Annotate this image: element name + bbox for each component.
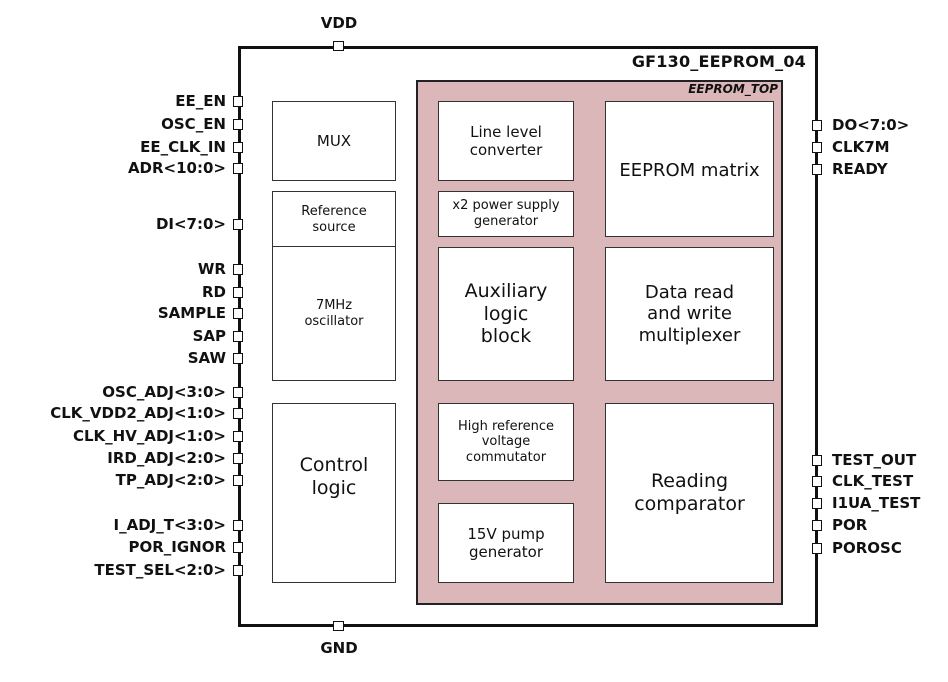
mux-block: MUX [272, 101, 396, 181]
power-supply-generator-label: x2 power supply generator [452, 198, 560, 229]
left-pin[interactable] [233, 542, 243, 553]
left-pin[interactable] [233, 353, 243, 364]
vdd-label: VDD [320, 14, 358, 32]
eeprom-top-label: EEPROM_TOP [688, 82, 778, 96]
line-level-converter-block: Line level converter [438, 101, 574, 181]
left-pin[interactable] [233, 308, 243, 319]
left-pin[interactable] [233, 287, 243, 298]
left-pin[interactable] [233, 431, 243, 442]
right-pin[interactable] [812, 520, 822, 531]
right-pin[interactable] [812, 455, 822, 466]
line-level-converter-label: Line level converter [469, 123, 543, 159]
right-pin-label: DO<7:0> [832, 116, 910, 134]
left-pin-label: CLK_VDD2_ADJ<1:0> [50, 404, 226, 422]
auxiliary-logic-block: Auxiliary logic block [438, 247, 574, 381]
left-pin-label: WR [197, 260, 226, 278]
right-pin-label: READY [832, 160, 888, 178]
mux-label: MUX [316, 132, 352, 150]
left-pin[interactable] [233, 408, 243, 419]
left-pin-label: ADR<10:0> [127, 159, 226, 177]
left-pin[interactable] [233, 453, 243, 464]
left-pin[interactable] [233, 96, 243, 107]
reading-comparator-label: Reading comparator [634, 470, 745, 515]
left-pin-label: IRD_ADJ<2:0> [107, 449, 226, 467]
left-pin-label: EE_CLK_IN [140, 138, 226, 156]
left-pin-label: SAP [192, 327, 226, 345]
left-pin[interactable] [233, 264, 243, 275]
auxiliary-logic-label: Auxiliary logic block [464, 279, 548, 348]
left-pin[interactable] [233, 219, 243, 230]
right-pin-label: POR [832, 516, 868, 534]
pump-generator-label: 15V pump generator [467, 525, 545, 561]
left-pin-label: RD [201, 283, 226, 301]
reading-comparator-block: Reading comparator [605, 403, 774, 583]
gnd-pin[interactable] [333, 621, 344, 631]
oscillator-label: 7MHz oscillator [304, 297, 364, 329]
right-pin[interactable] [812, 120, 822, 131]
right-pin-label: CLK7M [832, 138, 890, 156]
left-pin-label: SAW [187, 349, 226, 367]
left-pin-label: OSC_EN [161, 115, 226, 133]
pump-generator-block: 15V pump generator [438, 503, 574, 583]
right-pin[interactable] [812, 476, 822, 487]
left-pin[interactable] [233, 565, 243, 576]
left-pin[interactable] [233, 331, 243, 342]
data-mux-label: Data read and write multiplexer [638, 281, 741, 346]
left-pin[interactable] [233, 475, 243, 486]
right-pin-label: TEST_OUT [832, 451, 917, 469]
reference-source-label: Reference source [301, 203, 367, 235]
left-pin-label: DI<7:0> [155, 215, 226, 233]
high-ref-commutator-label: High reference voltage commutator [457, 418, 555, 465]
oscillator-block: 7MHz oscillator [272, 246, 396, 381]
right-pin-label: CLK_TEST [832, 472, 914, 490]
left-pin-label: TEST_SEL<2:0> [94, 561, 226, 579]
left-pin-label: SAMPLE [157, 304, 226, 322]
control-logic-label: Control logic [299, 454, 369, 499]
right-pin[interactable] [812, 498, 822, 509]
right-pin[interactable] [812, 543, 822, 554]
right-pin[interactable] [812, 142, 822, 153]
left-pin[interactable] [233, 142, 243, 153]
left-pin[interactable] [233, 387, 243, 398]
left-pin[interactable] [233, 163, 243, 174]
control-logic-block: Control logic [272, 403, 396, 583]
vdd-pin[interactable] [333, 41, 344, 51]
left-pin-label: OSC_ADJ<3:0> [102, 383, 226, 401]
right-pin-label: I1UA_TEST [832, 494, 921, 512]
left-pin-label: CLK_HV_ADJ<1:0> [72, 427, 226, 445]
left-pin[interactable] [233, 119, 243, 130]
right-pin[interactable] [812, 164, 822, 175]
data-mux-block: Data read and write multiplexer [605, 247, 774, 381]
eeprom-matrix-label: EEPROM matrix [619, 160, 760, 181]
chip-title: GF130_EEPROM_04 [631, 52, 806, 71]
left-pin-label: EE_EN [175, 92, 226, 110]
power-supply-generator-block: x2 power supply generator [438, 191, 574, 237]
eeprom-matrix-block: EEPROM matrix [605, 101, 774, 237]
left-pin[interactable] [233, 520, 243, 531]
reference-source-block: Reference source [272, 191, 396, 248]
left-pin-label: POR_IGNOR [128, 538, 226, 556]
left-pin-label: I_ADJ_T<3:0> [113, 516, 226, 534]
high-ref-commutator-block: High reference voltage commutator [438, 403, 574, 481]
right-pin-label: POROSC [832, 539, 902, 557]
left-pin-label: TP_ADJ<2:0> [115, 471, 226, 489]
gnd-label: GND [320, 639, 358, 657]
